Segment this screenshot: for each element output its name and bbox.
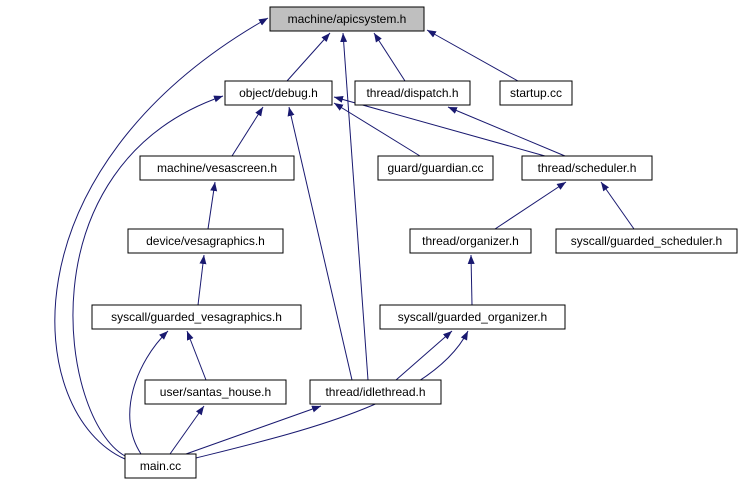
node-box-guarded_vesagraphics[interactable]	[91, 304, 302, 330]
node-box-apicsystem[interactable]	[269, 6, 425, 32]
node-debug[interactable]: object/debug.h	[224, 80, 333, 106]
edge-main-to-guarded_vesagraphics	[129, 330, 169, 455]
node-label-guarded_scheduler: syscall/guarded_scheduler.h	[571, 234, 722, 248]
edge-scheduler-to-debug	[333, 96, 546, 157]
edge-organizer-to-scheduler	[494, 181, 567, 230]
node-box-guarded_organizer[interactable]	[379, 304, 566, 330]
node-label-main: main.cc	[140, 459, 181, 473]
edge-santas_house-to-guarded_vesagraphics	[186, 330, 207, 381]
node-label-santas_house: user/santas_house.h	[160, 385, 271, 399]
node-box-vesascreen[interactable]	[139, 155, 295, 181]
node-guarded_vesagraphics[interactable]: syscall/guarded_vesagraphics.h	[91, 304, 302, 330]
node-box-startup[interactable]	[499, 80, 573, 106]
node-label-vesascreen: machine/vesascreen.h	[157, 161, 277, 175]
node-label-idlethread: thread/idlethread.h	[325, 385, 425, 399]
edge-guarded_organizer-to-organizer	[467, 254, 475, 306]
node-vesagraphics[interactable]: device/vesagraphics.h	[127, 228, 284, 254]
edge-vesagraphics-to-vesascreen	[207, 181, 218, 230]
edge-idlethread-to-debug	[287, 106, 353, 381]
node-apicsystem[interactable]: machine/apicsystem.h	[269, 6, 425, 32]
edge-main-to-guarded_organizer	[195, 330, 469, 459]
edge-main-to-debug	[72, 95, 224, 457]
edge-debug-to-apicsystem	[286, 32, 331, 82]
node-label-scheduler: thread/scheduler.h	[538, 161, 637, 175]
edge-idlethread-to-apicsystem	[340, 32, 369, 381]
node-guardian[interactable]: guard/guardian.cc	[377, 155, 494, 181]
edge-main-to-apicsystem	[54, 17, 269, 460]
node-santas_house[interactable]: user/santas_house.h	[144, 379, 287, 405]
edge-startup-to-apicsystem	[426, 29, 519, 82]
node-box-main[interactable]	[124, 453, 197, 479]
node-box-scheduler[interactable]	[521, 155, 653, 181]
node-dispatch[interactable]: thread/dispatch.h	[354, 80, 471, 106]
edge-main-to-santas_house	[169, 405, 205, 455]
node-label-organizer: thread/organizer.h	[422, 234, 519, 248]
edge-vesascreen-to-debug	[231, 106, 264, 157]
edge-guardian-to-debug	[333, 102, 421, 157]
node-vesascreen[interactable]: machine/vesascreen.h	[139, 155, 295, 181]
node-label-apicsystem: machine/apicsystem.h	[288, 12, 407, 26]
node-label-startup: startup.cc	[510, 86, 562, 100]
node-guarded_organizer[interactable]: syscall/guarded_organizer.h	[379, 304, 566, 330]
node-label-dispatch: thread/dispatch.h	[366, 86, 458, 100]
node-startup[interactable]: startup.cc	[499, 80, 573, 106]
edge-guarded_vesagraphics-to-vesagraphics	[197, 254, 207, 306]
node-box-guarded_scheduler[interactable]	[555, 228, 738, 254]
node-box-idlethread[interactable]	[309, 379, 442, 405]
node-organizer[interactable]: thread/organizer.h	[409, 228, 532, 254]
node-box-santas_house[interactable]	[144, 379, 287, 405]
edge-scheduler-to-dispatch	[447, 106, 566, 157]
edge-guarded_scheduler-to-scheduler	[600, 181, 635, 230]
node-guarded_scheduler[interactable]: syscall/guarded_scheduler.h	[555, 228, 738, 254]
node-box-dispatch[interactable]	[354, 80, 471, 106]
node-label-debug: object/debug.h	[239, 86, 318, 100]
node-label-guardian: guard/guardian.cc	[387, 161, 483, 175]
edge-dispatch-to-apicsystem	[373, 32, 406, 82]
node-box-guardian[interactable]	[377, 155, 494, 181]
node-box-vesagraphics[interactable]	[127, 228, 284, 254]
edge-main-to-idlethread	[185, 405, 322, 455]
edge-idlethread-to-guarded_organizer	[395, 330, 453, 381]
node-box-debug[interactable]	[224, 80, 333, 106]
node-label-guarded_vesagraphics: syscall/guarded_vesagraphics.h	[111, 310, 282, 324]
node-scheduler[interactable]: thread/scheduler.h	[521, 155, 653, 181]
node-idlethread[interactable]: thread/idlethread.h	[309, 379, 442, 405]
node-box-organizer[interactable]	[409, 228, 532, 254]
node-label-vesagraphics: device/vesagraphics.h	[146, 234, 265, 248]
node-label-guarded_organizer: syscall/guarded_organizer.h	[398, 310, 547, 324]
node-main[interactable]: main.cc	[124, 453, 197, 479]
